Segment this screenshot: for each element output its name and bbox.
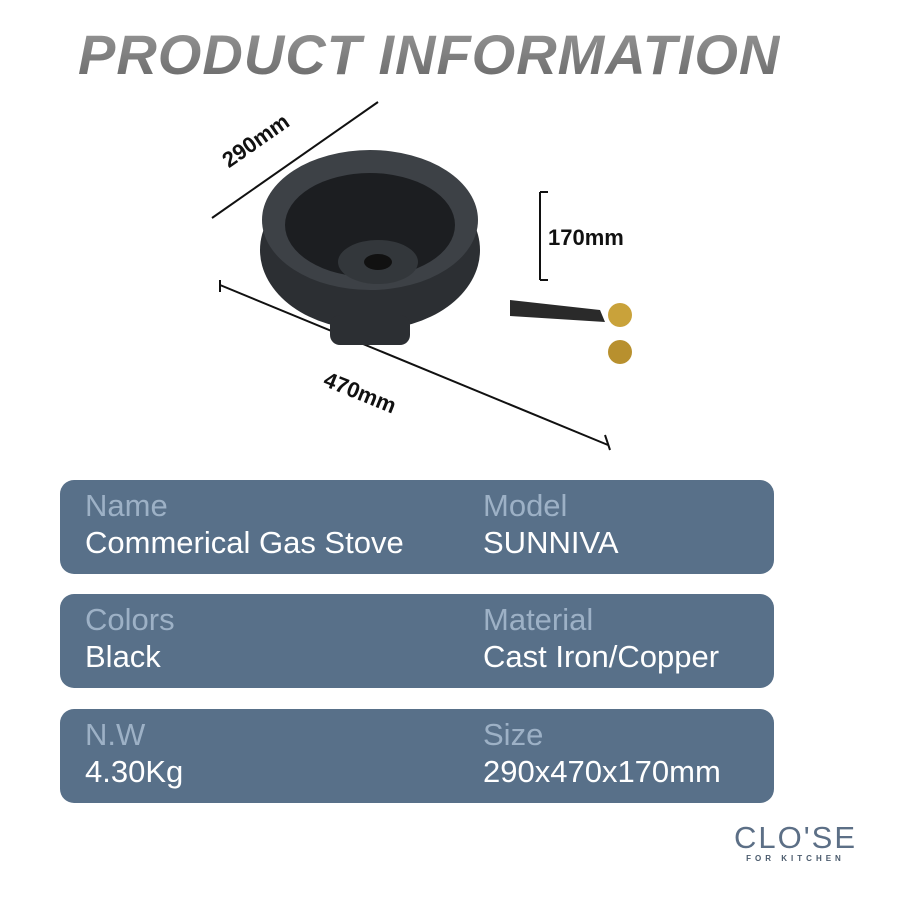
width-dimension-line [211,101,379,219]
name-value: Commerical Gas Stove [85,525,404,560]
model-value: SUNNIVA [483,525,619,560]
colors-label: Colors [85,602,175,637]
model-label: Model [483,488,568,523]
length-dimension-line [219,284,609,446]
page-title: PRODUCT INFORMATION [78,23,781,86]
stove-illustration [211,101,632,451]
name-label: Name [85,488,168,523]
weight-label: N.W [85,717,146,752]
brand-name: CLO'SE [734,820,858,855]
material-label: Material [483,602,594,637]
material-value: Cast Iron/Copper [483,639,720,674]
colors-value: Black [85,639,161,674]
size-value: 290x470x170mm [483,754,721,789]
size-label: Size [483,717,544,752]
brand-tagline: FOR KITCHEN [746,854,845,863]
height-label: 170mm [548,225,624,250]
brand-logo: CLO'SE FOR KITCHEN [734,820,857,863]
weight-value: 4.30Kg [85,754,184,789]
